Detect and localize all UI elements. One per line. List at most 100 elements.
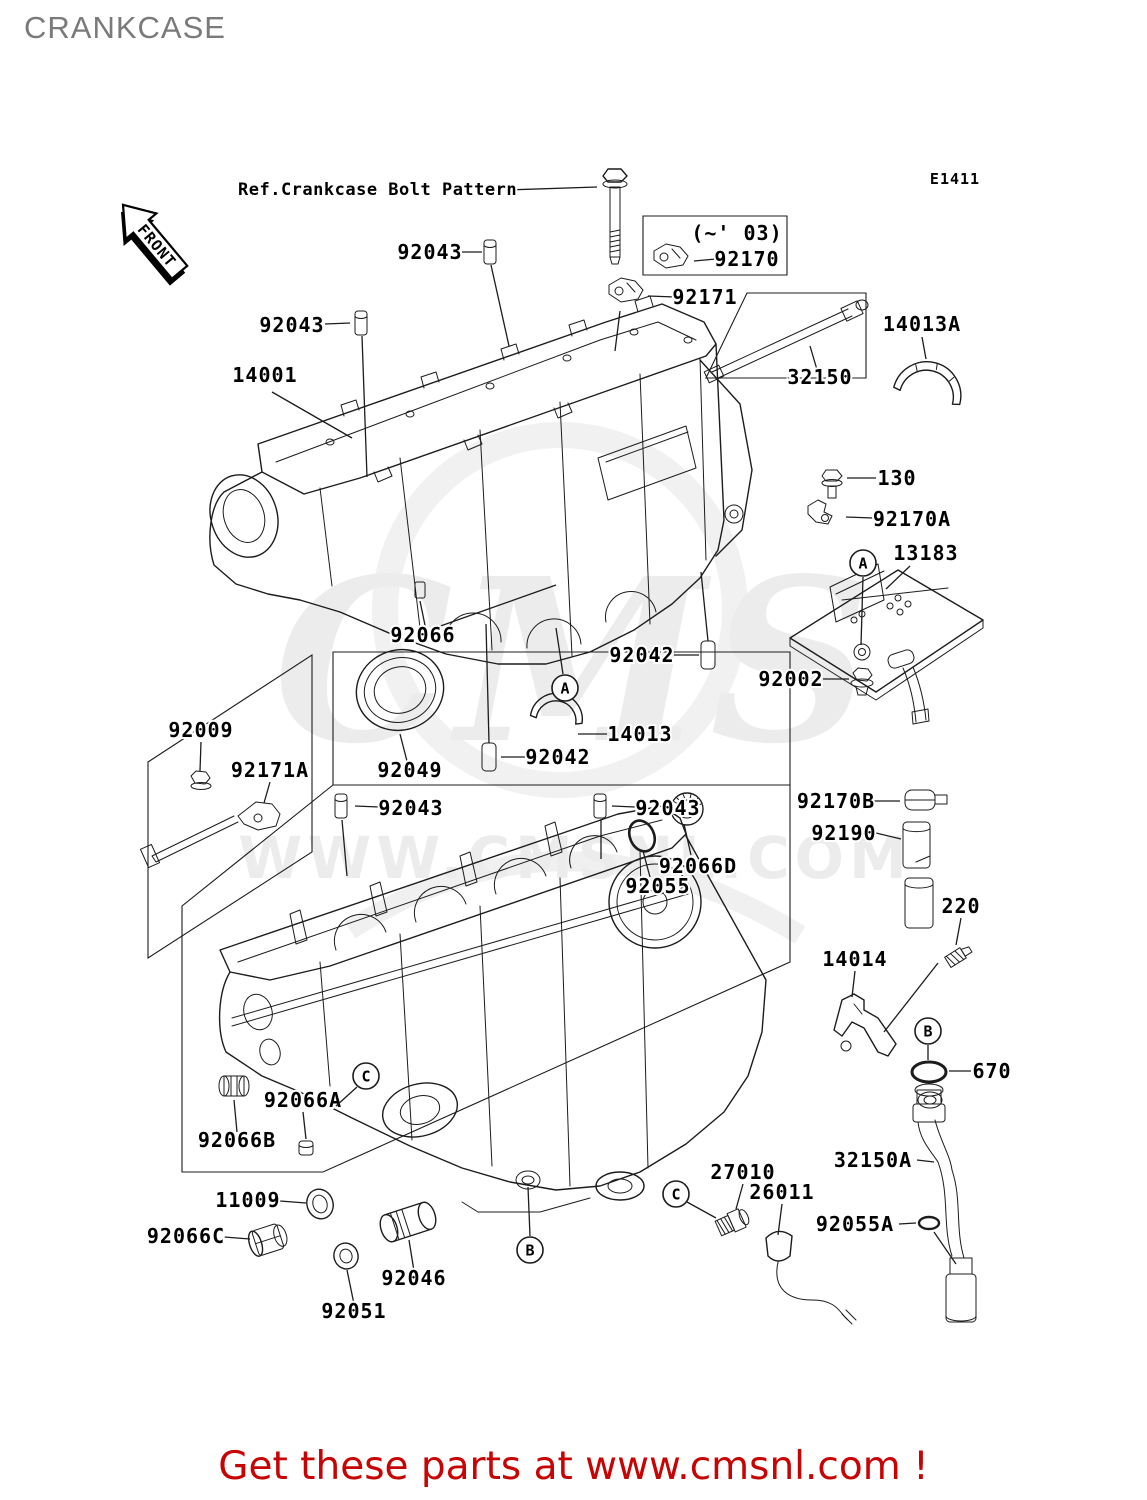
- letter-marker-letter: B: [923, 1023, 932, 1041]
- callout-92042-2: 92042: [485, 623, 592, 771]
- leader-line: [642, 850, 651, 878]
- part-number-label: 92066B: [198, 1128, 276, 1152]
- bolt-92002-icon: [850, 667, 874, 696]
- part-number-label: 14013: [607, 722, 672, 746]
- leader-line: [611, 805, 636, 808]
- part-number-label: 92170A: [873, 507, 951, 531]
- leader-line: [419, 600, 427, 631]
- shift-fork-14014-icon: [833, 993, 897, 1057]
- dowel-pin-92043-icon-4: [593, 793, 607, 819]
- leader-line: [777, 1203, 783, 1236]
- leader-line: [361, 335, 368, 478]
- upper-crankcase-drawing: [209, 295, 753, 665]
- callout-13183: 13183: [885, 539, 960, 590]
- plug-92066A-icon: [298, 1140, 314, 1156]
- leader-line: [933, 1231, 957, 1265]
- callout-e1411: E1411: [928, 168, 981, 190]
- callout-92049: 92049: [375, 733, 444, 784]
- pin-92066-icon: [414, 581, 426, 599]
- leader-line: [199, 741, 202, 772]
- page-title: CRANKCASE: [24, 10, 226, 45]
- part-number-label: 130: [877, 466, 916, 490]
- leader-line: [614, 310, 621, 352]
- callout-92066C: 92066C: [145, 1222, 251, 1250]
- part-number-label: 14014: [822, 947, 887, 971]
- callout-92043-2: 92043: [257, 311, 368, 478]
- bracket-92170A-icon: [807, 499, 833, 525]
- leader-line: [898, 1222, 917, 1225]
- leader-line: [408, 1239, 415, 1272]
- part-number-label: 92046: [381, 1266, 446, 1290]
- leader-line: [883, 962, 939, 1033]
- refbox-breather-group: [147, 653, 313, 960]
- o-ring-670-icon: [910, 1060, 948, 1084]
- bushing-92046-icon: [379, 1201, 437, 1243]
- part-number-label: Ref.Crankcase Bolt Pattern: [238, 180, 517, 200]
- letter-marker-circle: [551, 674, 579, 702]
- callout-32150A: 32150A: [832, 1146, 935, 1174]
- callout-26011: 26011: [747, 1178, 816, 1236]
- bolt-92009-icon: [190, 770, 212, 790]
- screw-220-icon: [944, 946, 973, 968]
- refbox-lower-case-group: [181, 784, 791, 1173]
- part-number-label: 92042: [525, 745, 590, 769]
- leader-line: [341, 819, 348, 877]
- part-number-label: 92043: [397, 240, 462, 264]
- callout-92170A: 92170A: [845, 505, 952, 533]
- letter-marker-circle: [914, 1017, 942, 1045]
- plug-92066D-icon: [670, 792, 704, 826]
- callout-92066A: 92066A: [262, 1086, 343, 1140]
- oil-pipe-32150A-icon: [912, 1083, 977, 1323]
- part-number-label: 14013A: [883, 312, 961, 336]
- leader-line: [346, 1269, 355, 1305]
- letter-marker-C-2: C: [662, 1180, 717, 1219]
- letter-marker-letter: C: [361, 1068, 370, 1086]
- letter-marker-A-1: A: [849, 549, 877, 646]
- callout-14014: 14014: [820, 945, 939, 1033]
- leader-line: [485, 623, 490, 744]
- clamp-92171-icon: [608, 277, 644, 303]
- svg-text:WWW.CMSNL.COM: WWW.CMSNL.COM: [238, 824, 911, 892]
- letter-marker-letter: C: [671, 1186, 680, 1204]
- leader-line: [505, 186, 598, 191]
- part-number-label: 92171A: [231, 758, 309, 782]
- letter-marker-letter: A: [858, 555, 867, 573]
- leader-line: [354, 805, 380, 808]
- callout-92170B: 92170B: [795, 787, 900, 815]
- callout-130: 130: [847, 464, 918, 492]
- callout-92066: 92066: [388, 584, 557, 649]
- callout-92051: 92051: [319, 1269, 388, 1325]
- leader-line: [223, 1236, 251, 1240]
- callout-32150: 32150: [785, 345, 854, 391]
- part-number-label: 27010: [710, 1160, 775, 1184]
- part-number-label: 92066A: [264, 1088, 342, 1112]
- callout-92055: 92055: [623, 850, 692, 900]
- letter-marker-circle: [516, 1236, 544, 1264]
- part-number-label: 13183: [893, 541, 958, 565]
- letter-marker-A-2: A: [551, 627, 579, 702]
- part-number-label: 92002: [758, 667, 823, 691]
- leader-line: [324, 322, 351, 325]
- part-number-label: 11009: [215, 1188, 280, 1212]
- terminal-cap-26011-icon: [765, 1230, 857, 1325]
- callout-92043-3: 92043: [341, 794, 445, 877]
- leader-line: [686, 1201, 717, 1219]
- leader-line: [263, 781, 271, 804]
- part-number-label: 92009: [168, 718, 233, 742]
- callout-92042-1: 92042: [607, 571, 709, 669]
- leader-line: [490, 264, 510, 347]
- leader-line: [302, 1111, 307, 1140]
- leader-line: [700, 571, 709, 642]
- letter-marker-B-2: B: [516, 1186, 544, 1264]
- part-number-label: 92049: [377, 758, 442, 782]
- washer-11009-icon: [306, 1188, 334, 1220]
- part-number-label: 92051: [321, 1299, 386, 1323]
- cmsnl-footer-link[interactable]: Get these parts at www.cmsnl.com !: [218, 1444, 929, 1489]
- part-number-label: 92042: [609, 643, 674, 667]
- leader-line: [555, 627, 564, 675]
- callout-92171A: 92171A: [229, 756, 310, 804]
- leader-line: [885, 565, 911, 590]
- letter-marker-letter: B: [525, 1242, 534, 1260]
